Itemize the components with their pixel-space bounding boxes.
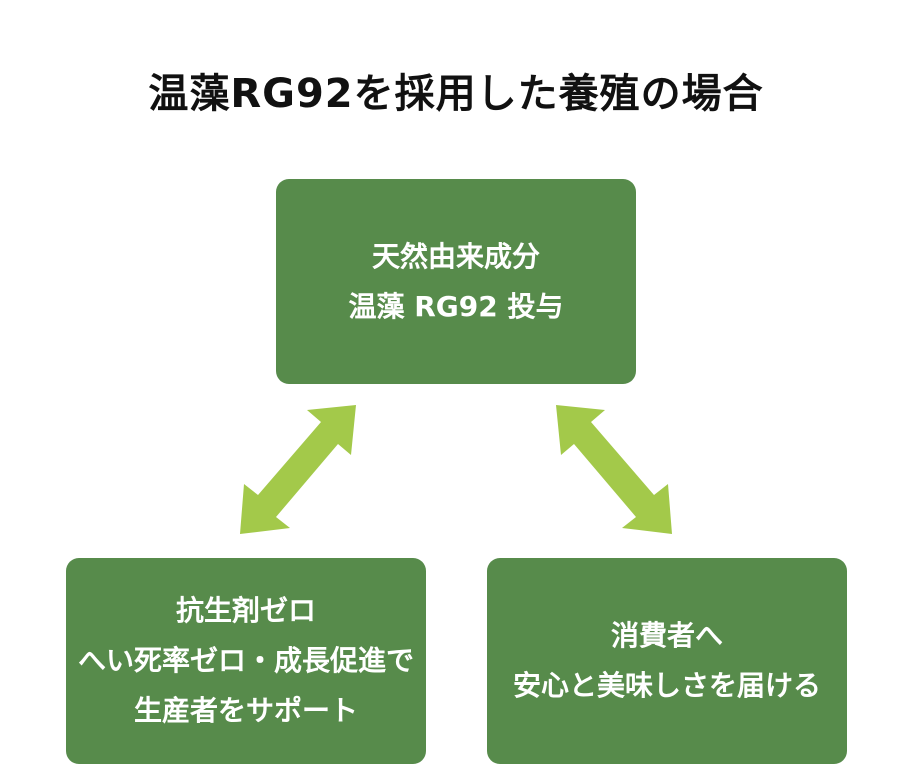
page-title: 温藻RG92を採用した養殖の場合 (148, 71, 764, 117)
node-bottom-left: 抗生剤ゼロ へい死率ゼロ・成長促進で 生産者をサポート (66, 558, 426, 764)
double-arrow-right-icon (556, 405, 672, 534)
node-bottom-right-line1: 消費者へ (610, 619, 723, 652)
node-bottom-right-line2: 安心と美味しさを届ける (512, 669, 821, 702)
double-arrow-left-icon (240, 405, 356, 534)
node-top: 天然由来成分 温藻 RG92 投与 (276, 179, 636, 384)
node-bottom-left-line3: 生産者をサポート (133, 694, 358, 727)
node-bottom-left-line1: 抗生剤ゼロ (175, 594, 316, 627)
node-top-line2: 温藻 RG92 投与 (348, 289, 564, 323)
node-top-line1: 天然由来成分 (371, 239, 540, 273)
node-bottom-right: 消費者へ 安心と美味しさを届ける (487, 558, 847, 764)
node-bottom-left-line2: へい死率ゼロ・成長促進で (77, 644, 414, 677)
